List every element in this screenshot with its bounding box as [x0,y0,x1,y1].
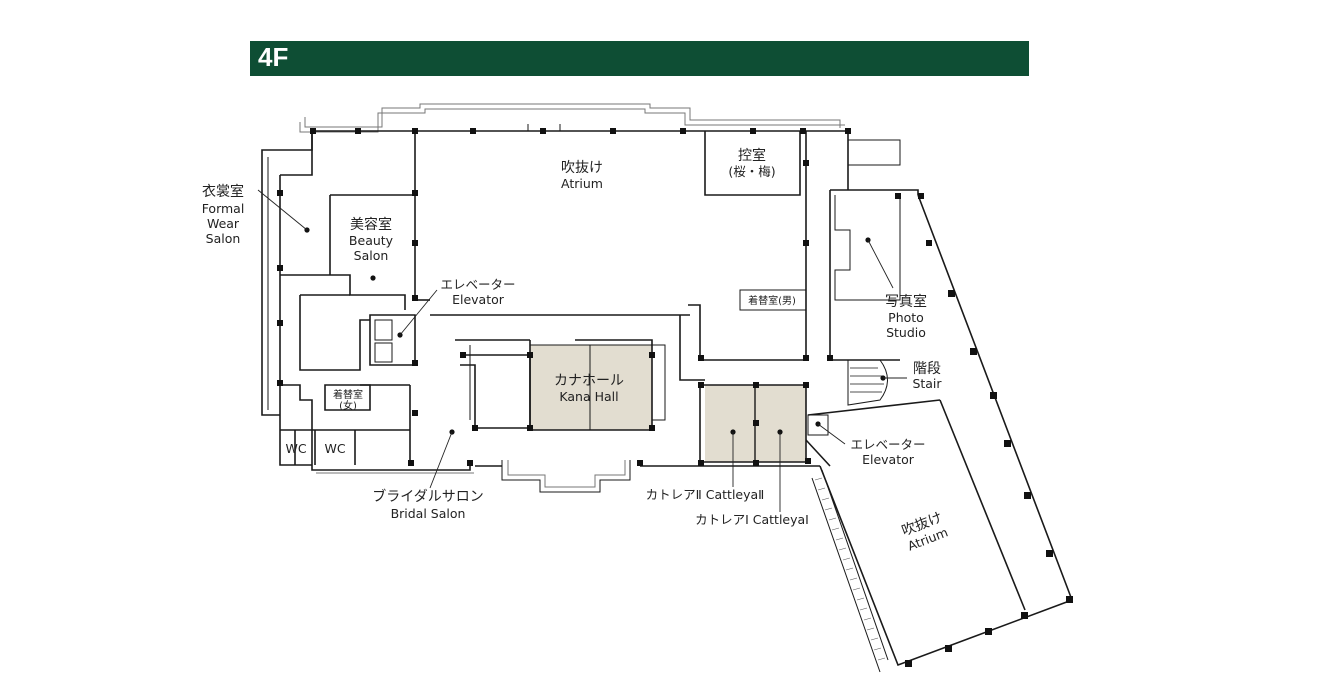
bridal-jp: ブライダルサロン [372,488,483,505]
beauty-jp: 美容室 [350,216,392,233]
beauty-en1: Beauty [349,233,394,248]
dressing-women-jp1: 着替室 [333,388,363,401]
floor-header: 4F [250,41,1029,76]
formal-wear-en1: Formal [202,201,245,216]
stair-en: Stair [912,376,942,391]
formal-wear-jp: 衣裳室 [202,183,244,200]
cattleya-1: カトレアⅠ CattleyaⅠ [695,512,809,527]
wc-1: WC [285,441,306,456]
beauty-en2: Salon [354,248,389,263]
elevator-west-jp: エレベーター [440,277,515,292]
stair-jp: 階段 [913,361,941,377]
bridal-en: Bridal Salon [391,506,466,521]
dressing-women-jp2: (女) [339,399,357,412]
floor-label: 4F [258,42,289,72]
photo-en2: Studio [886,325,926,340]
walls [261,103,1074,673]
kana-hall-en: Kana Hall [559,389,618,404]
kana-hall-jp: カナホール [554,373,624,389]
hikaeshitsu-jp: 控室 [738,147,766,164]
ramp-hatch [814,477,886,661]
atrium-north-en: Atrium [561,176,603,191]
elevator-east-jp: エレベーター [850,437,925,452]
cattleya-2: カトレアⅡ CattleyaⅡ [646,487,765,502]
dressing-men: 着替室(男) [748,294,796,307]
pillars [277,128,1073,667]
photo-jp: 写真室 [885,293,927,310]
kana-hall-area[interactable] [530,345,652,430]
wc-2: WC [324,441,345,456]
hikaeshitsu-sub: (桜・梅) [728,164,775,179]
formal-wear-en2: Wear [207,216,240,231]
atrium-north-jp: 吹抜け [561,160,603,176]
formal-wear-en3: Salon [206,231,241,246]
elevator-east-en: Elevator [862,452,915,467]
elevator-west-en: Elevator [452,292,505,307]
photo-en1: Photo [888,310,924,325]
leader-lines [257,189,907,512]
